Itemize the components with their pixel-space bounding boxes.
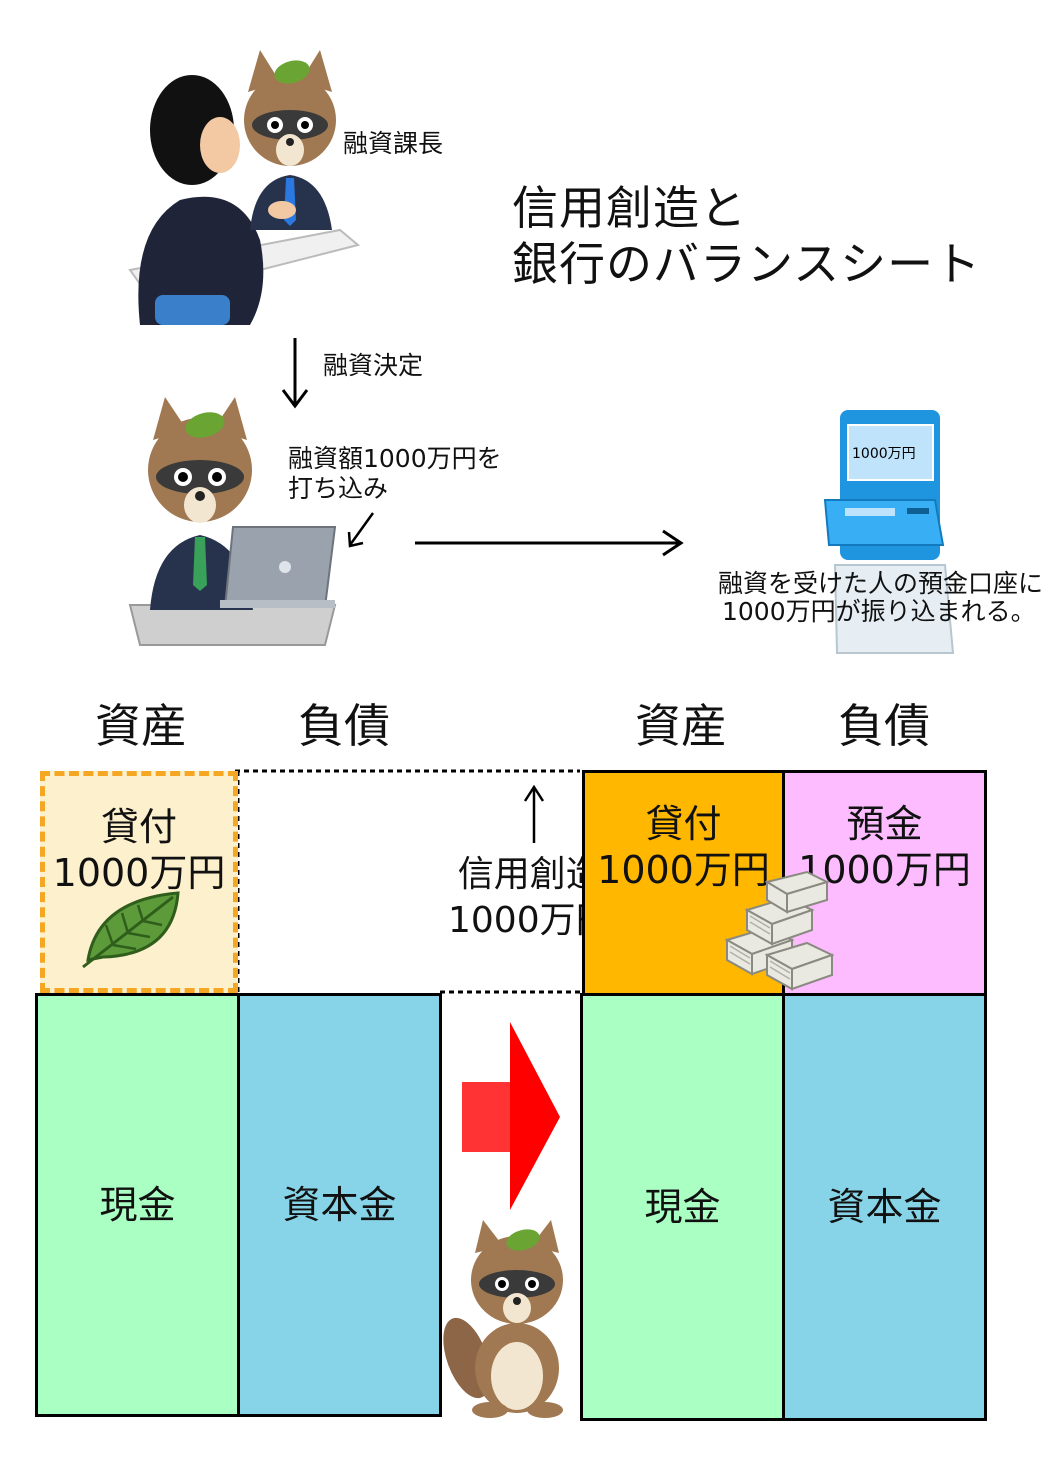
before-assets-header: 資産 — [95, 699, 187, 753]
page-title: 信用創造と 銀行のバランスシート — [512, 180, 981, 292]
before-capital-label: 資本金 — [282, 1183, 397, 1227]
credit-creation-label: 信用創造 — [457, 854, 602, 895]
input-line-2: 打ち込み — [288, 474, 389, 503]
before-capital-box: 資本金 — [237, 993, 442, 1417]
diagonal-arrow-icon — [347, 512, 375, 548]
after-loan-amount: 1000万円 — [597, 848, 770, 892]
before-cash-label: 現金 — [99, 1183, 176, 1227]
title-line-2: 銀行のバランスシート — [512, 237, 982, 291]
loan-manager-label: 融資課長 — [343, 129, 444, 158]
right-arrow-icon — [415, 529, 684, 557]
down-arrow-icon — [281, 338, 309, 409]
after-liabilities-header: 負債 — [838, 699, 930, 753]
after-loan-label: 貸付 — [645, 802, 722, 846]
after-cash-label: 現金 — [644, 1185, 721, 1229]
atm-illustration — [823, 410, 955, 654]
transfer-line-1: 融資を受けた人の預金口座に — [718, 569, 1044, 598]
tanuki-laptop-illustration — [128, 397, 337, 646]
money-stack-icon — [724, 870, 835, 991]
loan-decision-label: 融資決定 — [323, 351, 424, 380]
before-loan-label: 貸付 — [100, 805, 177, 849]
before-loan-amount: 1000万円 — [52, 851, 226, 895]
after-capital-label: 資本金 — [827, 1185, 942, 1229]
up-arrow-icon — [523, 784, 545, 843]
atm-screen-amount: 1000万円 — [852, 446, 916, 462]
after-cash-box: 現金 — [580, 993, 785, 1421]
after-capital-box: 資本金 — [782, 993, 987, 1421]
leaf-icon — [82, 891, 180, 969]
tanuki-mascot-illustration — [443, 1220, 563, 1418]
before-loan-box: 貸付 1000万円 — [40, 771, 238, 993]
credit-creation-dotted-frame — [235, 769, 580, 994]
before-liabilities-header: 負債 — [298, 699, 390, 753]
transition-arrow-icon — [462, 1022, 560, 1210]
title-line-1: 信用創造と — [512, 181, 747, 235]
transfer-line-2: 1000万円が振り込まれる。 — [722, 597, 1036, 626]
after-assets-header: 資産 — [635, 699, 727, 753]
loan-meeting-illustration — [128, 50, 361, 325]
input-line-1: 融資額1000万円を — [288, 444, 502, 473]
after-deposit-label: 預金 — [846, 802, 923, 846]
before-cash-box: 現金 — [35, 993, 240, 1417]
